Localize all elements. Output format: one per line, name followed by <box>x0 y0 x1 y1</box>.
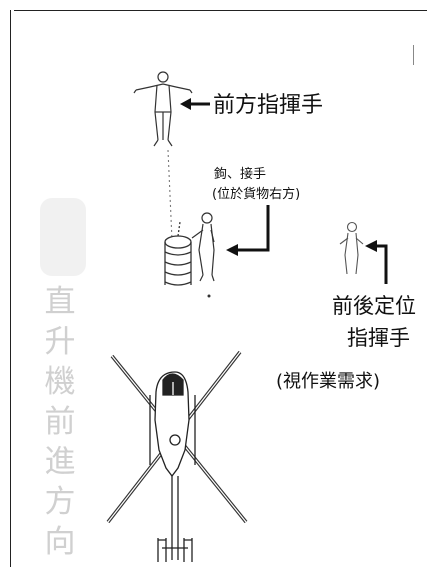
frame-top-border <box>14 10 427 11</box>
rear-director-label-line1: 前後定位 <box>332 294 416 318</box>
heli-direction-char: 方 <box>44 484 76 520</box>
heli-direction-char: 進 <box>44 444 76 480</box>
front-director-label: 前方指揮手 <box>213 93 324 118</box>
helicopter-top-view <box>106 350 248 562</box>
rear-director-label-line2: 指揮手 <box>347 326 410 350</box>
rear-director-figure <box>339 221 364 275</box>
heli-direction-char: 直 <box>44 284 76 320</box>
rear-director-arrow <box>365 240 388 284</box>
heli-direction-char: 升 <box>44 324 76 360</box>
hook-callout-arrow <box>226 205 270 256</box>
front-director-figure <box>133 71 193 147</box>
rear-director-label-line3: (視作業需求) <box>276 371 381 392</box>
front-director-arrow <box>180 98 210 110</box>
hookup-label-line1: 鉤、接手 <box>214 167 267 182</box>
heli-direction-char: 機 <box>44 364 76 400</box>
scan-mark <box>413 45 414 65</box>
alignment-dashed-line <box>167 149 173 241</box>
frame-left-border <box>10 10 11 567</box>
heli-direction-text: 直 升 機 前 進 方 向 <box>38 282 82 562</box>
hookup-person-figure <box>191 212 215 282</box>
faded-watermark <box>40 198 86 276</box>
heli-direction-char: 向 <box>44 524 76 560</box>
hookup-label-line2: (位於貨物右方) <box>212 187 301 202</box>
heli-direction-char: 前 <box>44 404 76 440</box>
cargo-load <box>164 221 192 286</box>
